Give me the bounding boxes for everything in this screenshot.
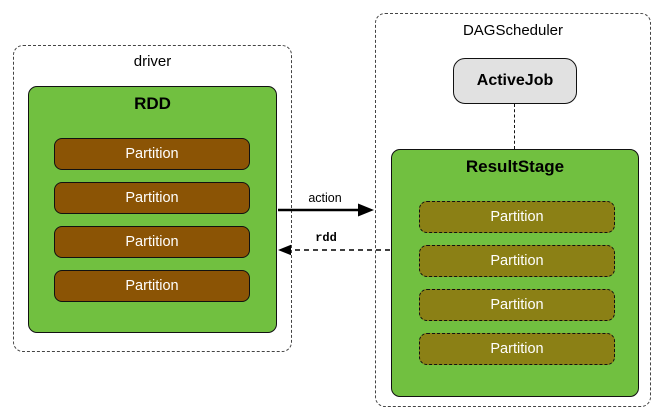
activejob-box: ActiveJob <box>453 58 577 104</box>
dagscheduler-box: DAGScheduler ActiveJob ResultStage Parti… <box>375 13 651 407</box>
resultstage-partition-1: Partition <box>419 201 615 233</box>
rdd-partition-2: Partition <box>54 182 250 214</box>
rdd-label: RDD <box>134 94 171 113</box>
driver-label: driver <box>133 53 172 70</box>
resultstage-partition-3: Partition <box>419 289 615 321</box>
rdd-edge-label: rdd <box>315 231 337 245</box>
rdd-arrow <box>278 244 390 256</box>
rdd-box: RDD Partition Partition Partition Partit… <box>28 86 277 333</box>
driver-box: driver RDD Partition Partition Partition… <box>13 45 292 352</box>
resultstage-partition-4: Partition <box>419 333 615 365</box>
rdd-partition-1: Partition <box>54 138 250 170</box>
activejob-resultstage-connector <box>514 104 515 149</box>
rdd-partition-4: Partition <box>54 270 250 302</box>
resultstage-partition-2: Partition <box>419 245 615 277</box>
action-arrow <box>278 203 374 217</box>
rdd-partition-3: Partition <box>54 226 250 258</box>
resultstage-box: ResultStage Partition Partition Partitio… <box>391 149 639 397</box>
dagscheduler-label: DAGScheduler <box>462 22 564 39</box>
action-edge-label: action <box>308 191 342 205</box>
resultstage-label: ResultStage <box>465 157 565 176</box>
